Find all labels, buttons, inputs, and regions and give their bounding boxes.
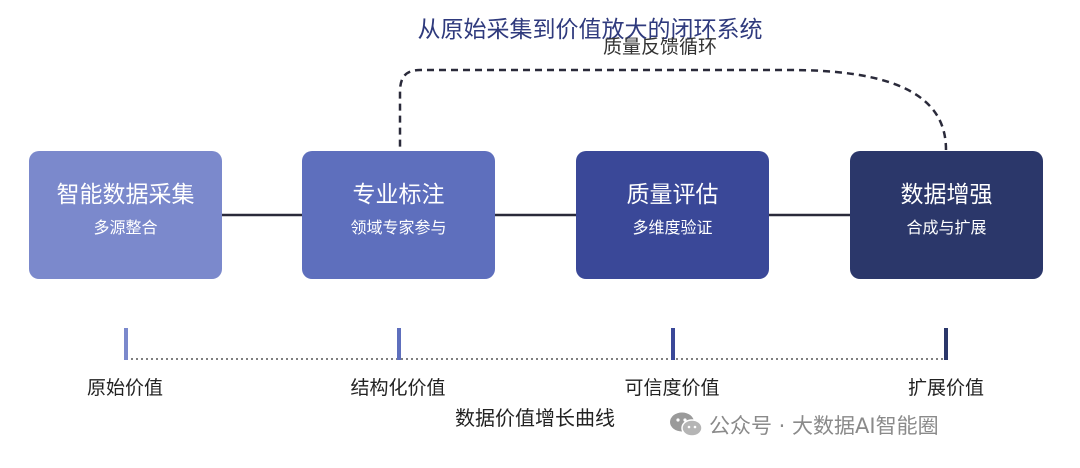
stage-tick-4	[944, 328, 948, 360]
feedback-loop-label: 质量反馈循环	[603, 36, 718, 58]
step-box-evaluation: 质量评估 多维度验证	[576, 151, 769, 279]
value-curve-title: 数据价值增长曲线	[455, 406, 615, 430]
stage-tick-1	[124, 328, 128, 360]
stage-label-credibility: 可信度价值	[624, 377, 720, 399]
step-subtitle: 合成与扩展	[906, 218, 987, 237]
step-subtitle: 多维度验证	[632, 218, 713, 237]
step-box-augmentation: 数据增强 合成与扩展	[850, 151, 1043, 279]
watermark: 公众号 · 大数据AI智能圈	[669, 410, 939, 440]
step-name: 专业标注	[352, 182, 445, 208]
feedback-loop-arrow	[398, 68, 948, 165]
stage-label-extended: 扩展价值	[907, 377, 984, 399]
stage-tick-3	[671, 328, 675, 360]
step-subtitle: 领域专家参与	[350, 218, 447, 237]
stage-label-structured: 结构化价值	[350, 377, 446, 399]
watermark-text: 公众号 · 大数据AI智能圈	[709, 414, 939, 438]
stage-label-raw: 原始价值	[86, 377, 163, 399]
stage-tick-2	[397, 328, 401, 360]
step-name: 数据增强	[900, 182, 993, 208]
step-box-collection: 智能数据采集 多源整合	[29, 151, 222, 279]
wechat-icon	[670, 412, 703, 437]
step-subtitle: 多源整合	[93, 218, 158, 237]
step-name: 质量评估	[626, 182, 719, 208]
step-name: 智能数据采集	[56, 182, 195, 208]
step-box-annotation: 专业标注 领域专家参与	[302, 151, 495, 279]
diagram-title: 从原始采集到价值放大的闭环系统	[417, 17, 763, 43]
